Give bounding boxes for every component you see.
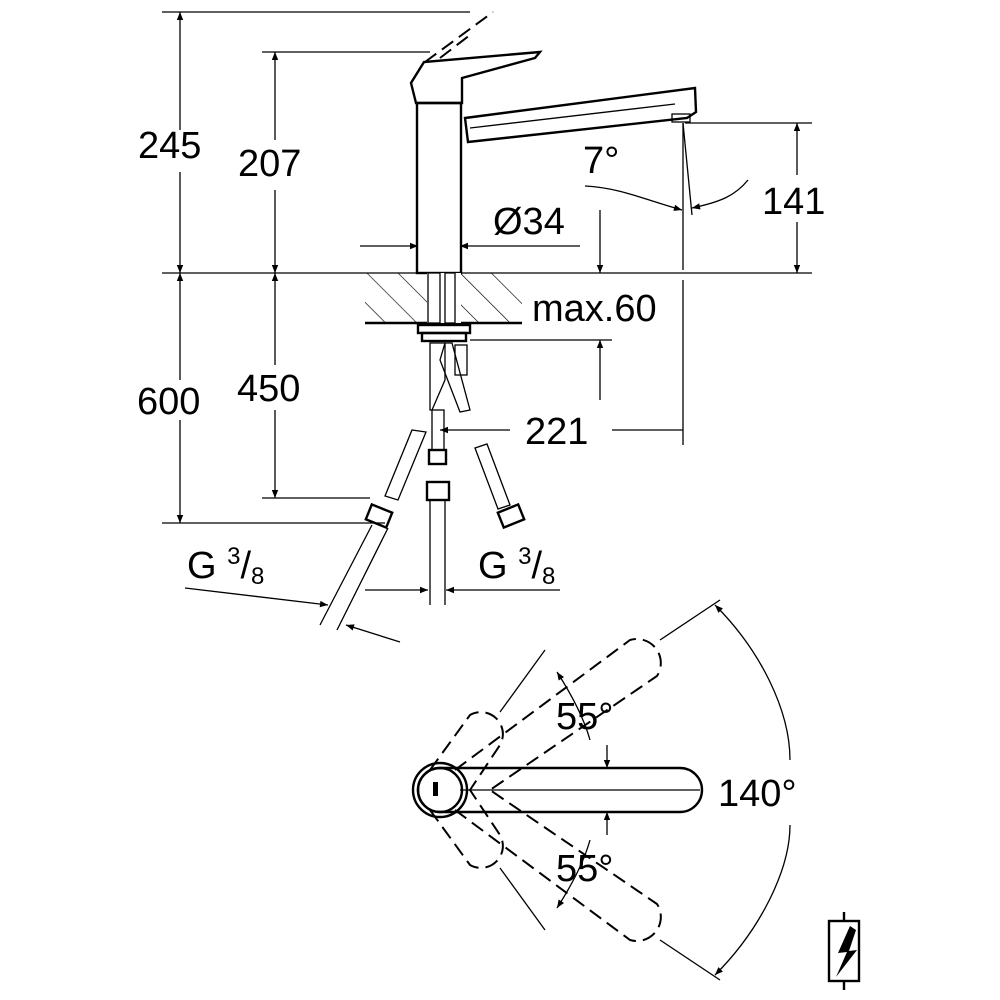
dimension-lines — [176, 12, 801, 643]
body-diameter-label: Ø34 — [493, 201, 565, 243]
hose-length-label: 450 — [237, 368, 301, 410]
hose-total-length-label: 600 — [137, 381, 201, 423]
spout-height-label: 141 — [762, 181, 826, 223]
lever-total-angle-label: 140° — [718, 773, 797, 815]
connection-left-label: G 3/8 — [187, 543, 265, 590]
connection-right-label: G 3/8 — [478, 543, 556, 590]
overall-height-label: 245 — [138, 125, 202, 167]
lever-lower-angle-label: 55° — [556, 848, 614, 890]
extension-lines — [162, 11, 812, 524]
faucet-side-view — [319, 11, 698, 631]
counter-thickness-label: max.60 — [532, 288, 657, 330]
lever-top-view — [411, 599, 791, 981]
high-pressure-lightning-icon — [827, 912, 861, 990]
spout-angle-label: 7° — [583, 140, 620, 182]
lever-upper-angle-label: 55° — [556, 696, 614, 738]
body-height-label: 207 — [238, 143, 302, 185]
spout-reach-label: 221 — [525, 411, 589, 453]
